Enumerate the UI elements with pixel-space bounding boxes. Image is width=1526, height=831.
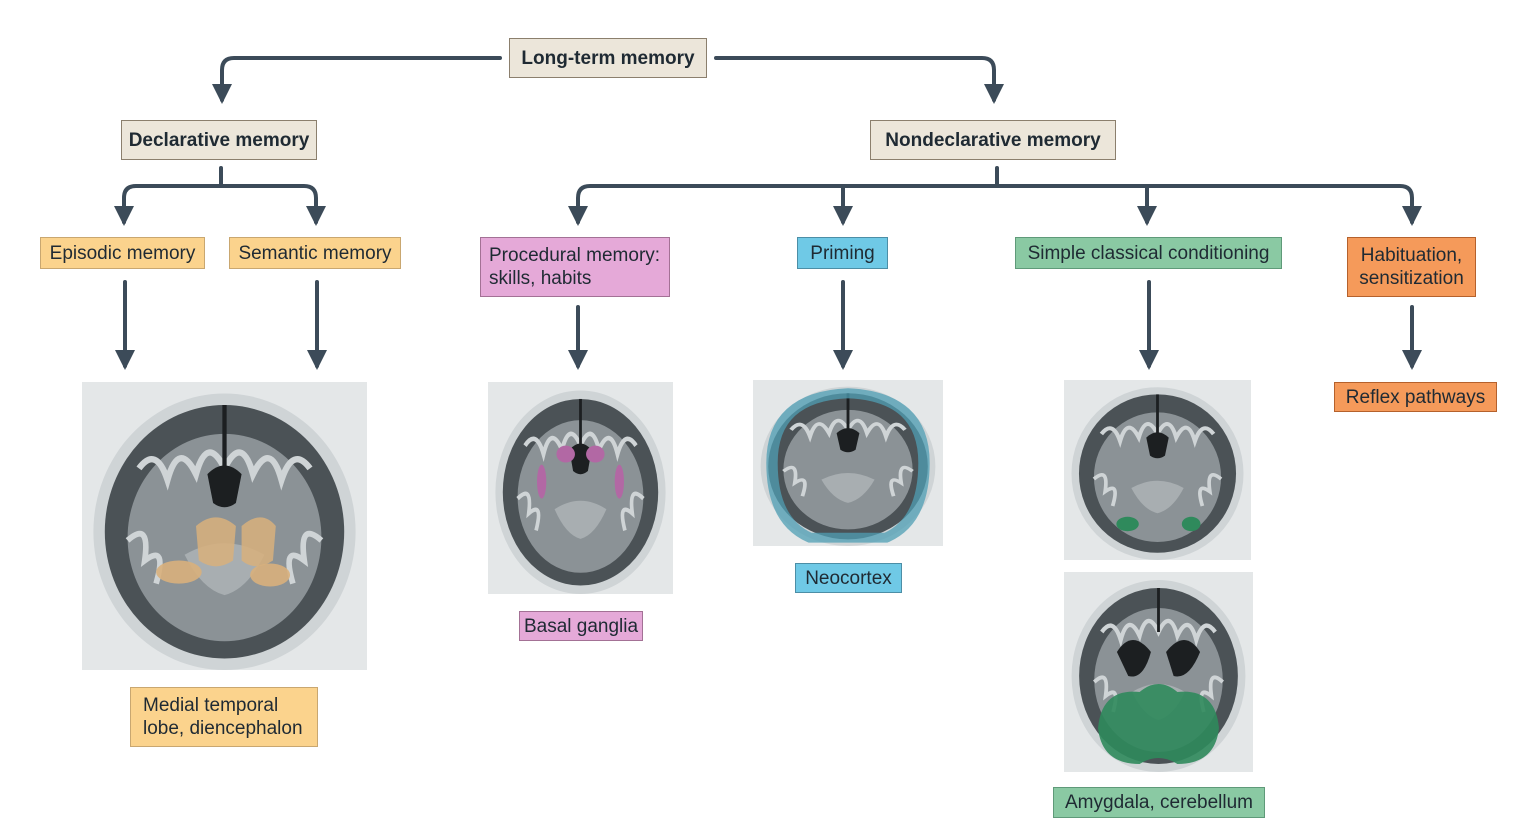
neocortex-label: Neocortex [805, 567, 892, 589]
brain-mri-basal-ganglia [488, 382, 673, 594]
brain-mri-graphic [1064, 380, 1251, 560]
region-reflex-pathways: Reflex pathways [1334, 382, 1497, 412]
amygdala-highlight [1116, 516, 1139, 532]
hippocampus-highlight [156, 560, 202, 584]
procedural-memory-label-line2: skills, habits [489, 268, 592, 289]
line-declarative-branch [122, 184, 318, 224]
root-node-long-term-memory: Long-term memory [509, 38, 707, 78]
caudate-highlight [586, 445, 605, 463]
caudate-highlight [556, 445, 575, 463]
node-nondeclarative-memory: Nondeclarative memory [870, 120, 1116, 160]
node-simple-classical-conditioning: Simple classical conditioning [1015, 237, 1282, 269]
region-neocortex: Neocortex [795, 563, 902, 593]
region-mtl-line2: lobe, diencephalon [143, 718, 303, 739]
habituation-label-line2: sensitization [1359, 268, 1464, 289]
region-mtl-line1: Medial temporal [143, 695, 279, 716]
node-semantic-memory: Semantic memory [229, 237, 401, 269]
brain-mri-graphic [488, 382, 673, 594]
brain-mri-cerebellum [1064, 572, 1253, 772]
region-medial-temporal-lobe-diencephalon: Medial temporal lobe, diencephalon [130, 687, 318, 747]
putamen-highlight [614, 464, 624, 499]
node-procedural-memory: Procedural memory: skills, habits [480, 237, 670, 297]
putamen-highlight [537, 464, 547, 499]
brain-mri-medial-temporal [82, 382, 367, 670]
brain-mri-amygdala [1064, 380, 1251, 560]
brain-mri-graphic [753, 380, 943, 546]
declarative-memory-label: Declarative memory [128, 129, 310, 151]
amygdala-highlight [1181, 516, 1201, 532]
habituation-label-line1: Habituation, [1360, 245, 1463, 266]
brain-mri-graphic [1064, 572, 1253, 772]
cerebellum-highlight [1098, 684, 1219, 764]
node-habituation-sensitization: Habituation, sensitization [1347, 237, 1476, 297]
region-basal-ganglia: Basal ganglia [519, 611, 643, 641]
neocortex-highlight [766, 388, 930, 543]
semantic-memory-label: Semantic memory [238, 242, 392, 264]
brain-mri-graphic [82, 382, 367, 670]
region-amygdala-cerebellum: Amygdala, cerebellum [1053, 787, 1265, 818]
node-declarative-memory: Declarative memory [121, 120, 317, 160]
episodic-memory-label: Episodic memory [49, 242, 196, 264]
arrow-root-to-declarative [212, 56, 502, 104]
priming-label: Priming [810, 242, 875, 264]
procedural-memory-label-line1: Procedural memory: [489, 245, 661, 266]
nondeclarative-memory-label: Nondeclarative memory [885, 129, 1101, 151]
conditioning-label: Simple classical conditioning [1027, 242, 1270, 264]
line-nondeclarative-branch [576, 184, 1414, 224]
node-episodic-memory: Episodic memory [40, 237, 205, 269]
basal-ganglia-label: Basal ganglia [523, 615, 639, 637]
amygdala-cerebellum-label: Amygdala, cerebellum [1065, 792, 1253, 813]
node-priming: Priming [797, 237, 888, 269]
thalamus-highlight [241, 517, 276, 567]
reflex-pathways-label: Reflex pathways [1345, 386, 1486, 408]
hippocampus-highlight [250, 563, 291, 587]
thalamus-highlight [196, 517, 236, 567]
brain-mri-neocortex [753, 380, 943, 546]
root-node-label: Long-term memory [521, 47, 695, 69]
arrow-root-to-nondeclarative [714, 56, 1004, 104]
